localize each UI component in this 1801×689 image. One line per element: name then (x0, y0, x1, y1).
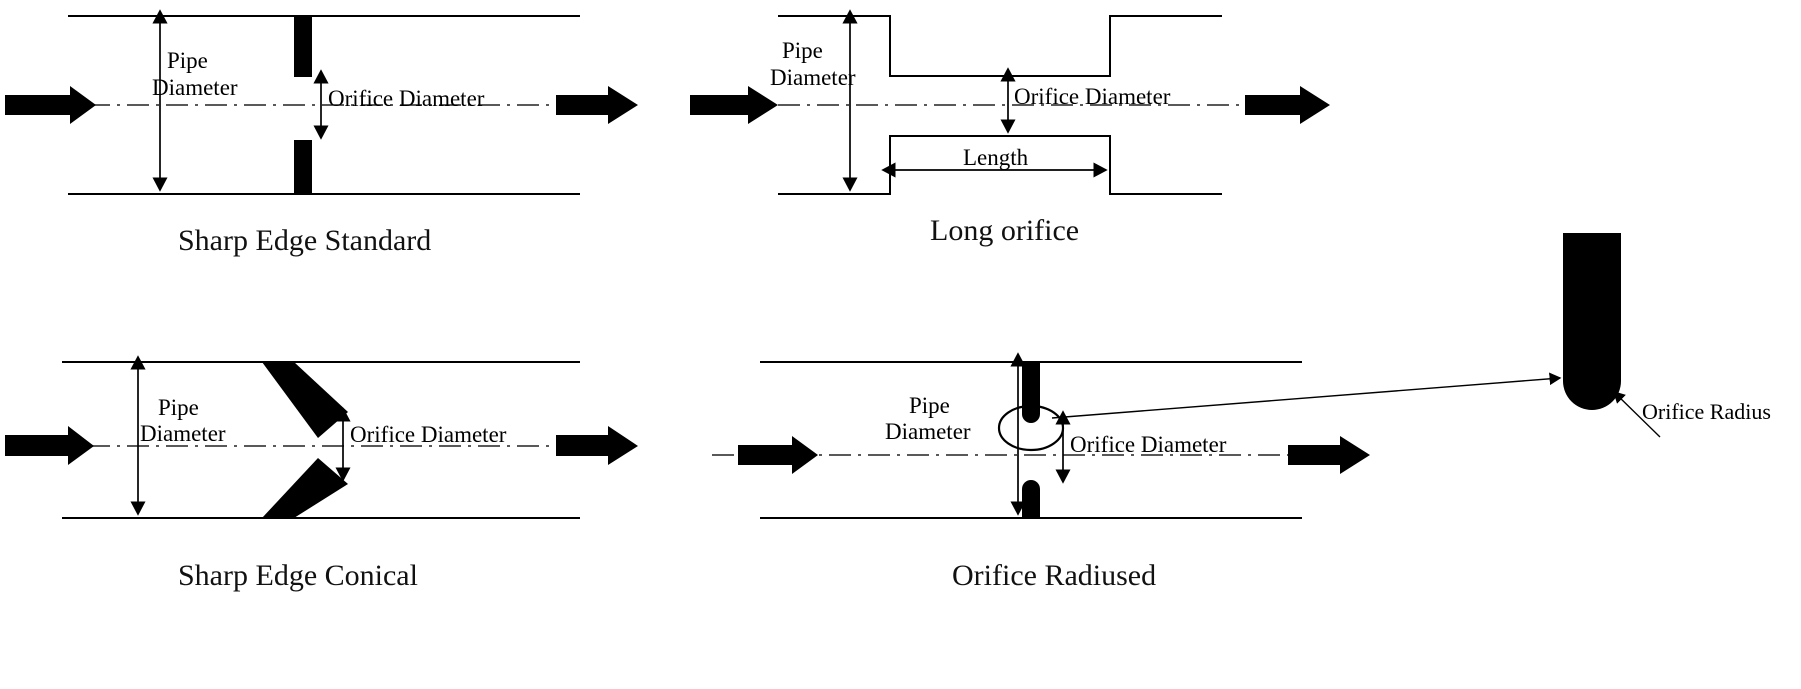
long-orifice-upper-profile (778, 15, 1222, 77)
conical-plate-lower (262, 458, 348, 518)
orifice-diameter-label: Orifice Diameter (1014, 84, 1171, 109)
inlet-flow-arrow-icon (690, 86, 778, 124)
pipe-diameter-label-line2: Diameter (885, 419, 971, 444)
outlet-flow-arrow-icon (1288, 436, 1370, 474)
panel-caption-orifice-radiused: Orifice Radiused (952, 559, 1156, 592)
panel-long-orifice: Pipe Diameter Orifice Diameter Length Lo… (690, 9, 1330, 247)
orifice-diameter-label: Orifice Diameter (1070, 432, 1227, 457)
inlet-flow-arrow-icon (738, 436, 818, 474)
inlet-flow-arrow-icon (5, 86, 96, 124)
outlet-flow-arrow-icon (556, 426, 638, 465)
panel-sharp-edge-conical: Pipe Diameter Orifice Diameter Sharp Edg… (5, 355, 638, 592)
orifice-plate-lower-radiused (1022, 480, 1040, 518)
magnified-radiused-edge (1563, 233, 1621, 410)
pipe-diameter-label-line1: Pipe (782, 38, 823, 63)
pipe-diameter-label-line1: Pipe (167, 48, 208, 73)
orifice-plate-lower (294, 140, 312, 194)
panel-caption-sharp-edge-conical: Sharp Edge Conical (178, 559, 418, 592)
detail-leader-line (1051, 372, 1562, 419)
orifice-plate-upper (294, 16, 312, 77)
panel-sharp-edge-standard: Pipe Diameter Orifice Diameter Sharp Edg… (5, 9, 638, 257)
orifice-diameter-label: Orifice Diameter (328, 86, 485, 111)
inlet-flow-arrow-icon (5, 426, 94, 465)
long-orifice-lower-profile (778, 135, 1222, 195)
length-label: Length (963, 145, 1029, 170)
orifice-radius-leader-line (1612, 391, 1661, 438)
pipe-diameter-label-line2: Diameter (152, 75, 238, 100)
pipe-diameter-label-line1: Pipe (158, 395, 199, 420)
pipe-diameter-label-line2: Diameter (140, 421, 226, 446)
orifice-radius-label: Orifice Radius (1642, 399, 1771, 424)
conical-plate-upper (262, 362, 348, 438)
pipe-diameter-label-line2: Diameter (770, 65, 856, 90)
outlet-flow-arrow-icon (556, 86, 638, 124)
outlet-flow-arrow-icon (1245, 86, 1330, 124)
panel-orifice-radiused: Pipe Diameter Orifice Diameter Orifice R… (712, 233, 1771, 592)
pipe-diameter-label-line1: Pipe (909, 393, 950, 418)
panel-caption-long-orifice: Long orifice (930, 214, 1079, 247)
orifice-diameter-label: Orifice Diameter (350, 422, 507, 447)
panel-caption-sharp-edge-standard: Sharp Edge Standard (178, 224, 431, 257)
orifice-plate-upper-radiused (1022, 362, 1040, 423)
